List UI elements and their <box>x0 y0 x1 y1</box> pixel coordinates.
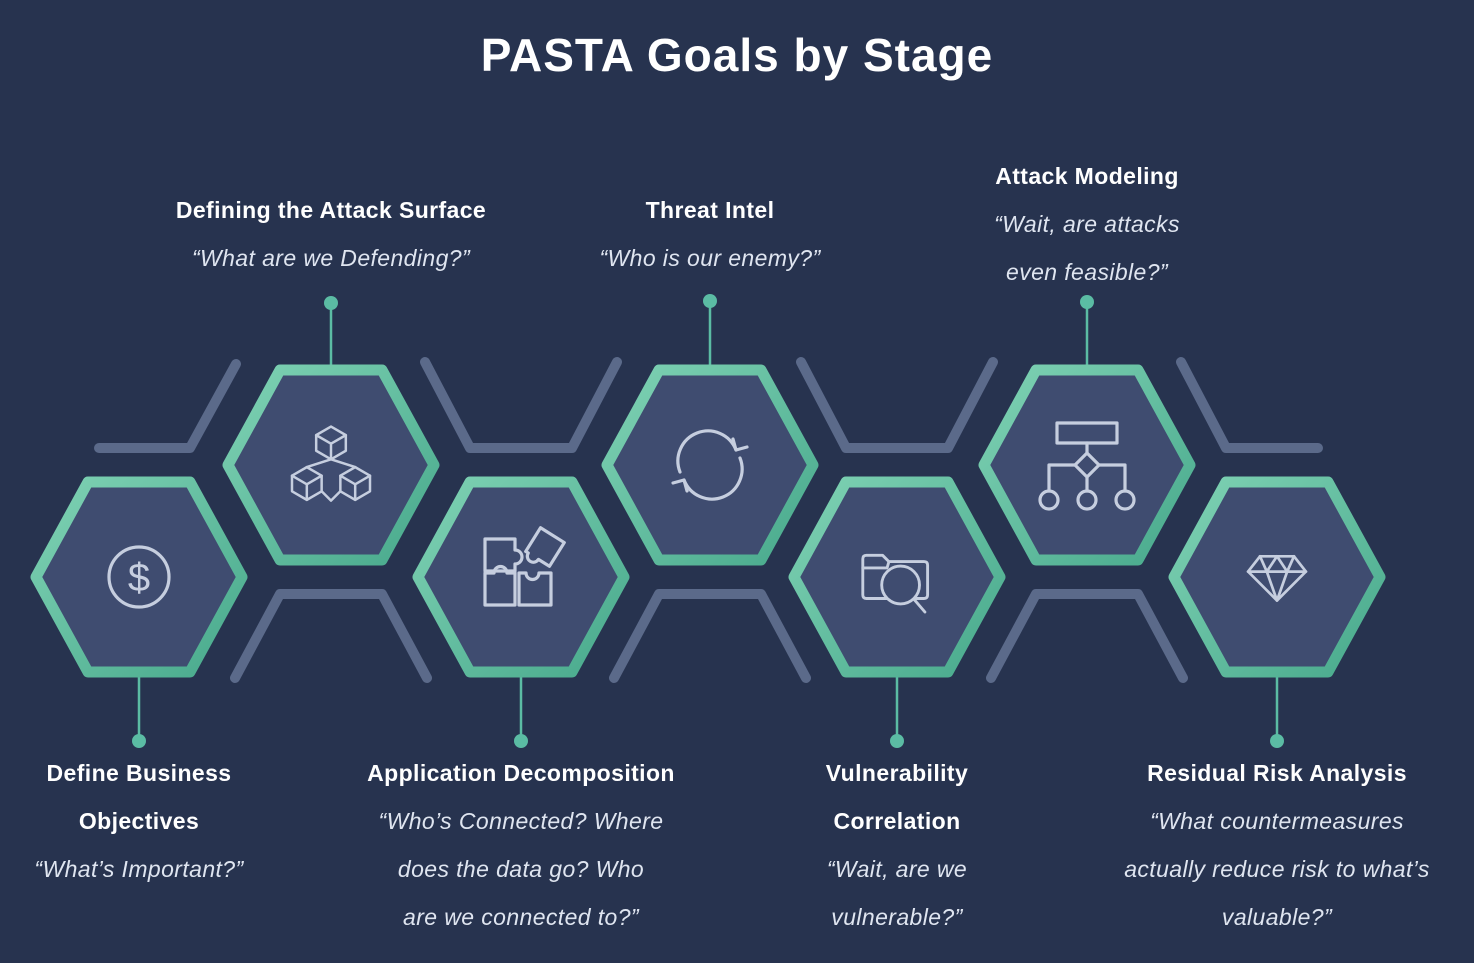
puzzle-icon <box>483 526 566 607</box>
honeycomb-outline <box>796 357 998 453</box>
stage-name: Attack Modeling <box>995 163 1179 189</box>
stage-quote: “What countermeasures actually reduce ri… <box>1124 808 1430 930</box>
diamond-icon <box>1246 554 1308 602</box>
connector-dot <box>514 734 528 748</box>
hexagon-stage-7 <box>1168 476 1386 678</box>
hexagon-stage-6 <box>978 364 1196 566</box>
flowchart-icon <box>1038 421 1136 511</box>
stage-name: Vulnerability Correlation <box>825 760 969 834</box>
dollar-glyph: $ <box>128 556 150 600</box>
connector-dot <box>703 294 717 308</box>
stage-icons: $ <box>107 421 1308 614</box>
dollar-circle-ring <box>107 545 171 609</box>
stage-label-application-decomposition: Application Decomposition “Who’s Connect… <box>291 749 751 941</box>
honeycomb-outline <box>230 589 432 683</box>
stage-quote: “Who is our enemy?” <box>599 245 821 271</box>
stage-quote: “Wait, are attacks even feasible?” <box>994 211 1180 285</box>
honeycomb-outline <box>609 589 811 683</box>
connector-dot <box>1080 295 1094 309</box>
honeycomb-outline <box>986 589 1188 683</box>
honeycomb-outlines <box>94 357 1323 683</box>
refresh-icon <box>671 429 749 501</box>
stage-name: Residual Risk Analysis <box>1147 760 1407 786</box>
stage-label-vulnerability-correlation: Vulnerability Correlation “Wait, are we … <box>667 749 1127 941</box>
connector-dot <box>1270 734 1284 748</box>
stage-quote: “What’s Important?” <box>34 856 244 882</box>
stage-quote: “What are we Defending?” <box>191 245 471 271</box>
stage-hexagons <box>30 364 1386 678</box>
stage-label-defining-the-attack-surface: Defining the Attack Surface “What are we… <box>101 186 561 282</box>
stage-quote: “Wait, are we vulnerable?” <box>826 856 968 930</box>
page-title: PASTA Goals by Stage <box>480 29 994 81</box>
hexagon-stage-3 <box>412 476 630 678</box>
connector-dot <box>890 734 904 748</box>
hexagon-stage-2 <box>222 364 440 566</box>
cubes-icon <box>290 425 372 502</box>
stage-label-attack-modeling: Attack Modeling “Wait, are attacks even … <box>857 152 1317 296</box>
stage-name: Define Business Objectives <box>46 760 232 834</box>
stage-quote: “Who’s Connected? Where does the data go… <box>378 808 664 930</box>
connector-dot <box>324 296 338 310</box>
honeycomb-outline <box>94 359 241 453</box>
hexagon-stage-1 <box>30 476 248 678</box>
hexagon-stage-4 <box>601 364 819 566</box>
stage-label-define-business-objectives: Define Business Objectives “What’s Impor… <box>0 749 369 893</box>
stage-name: Defining the Attack Surface <box>175 197 487 223</box>
stage-label-residual-risk-analysis: Residual Risk Analysis “What countermeas… <box>1047 749 1474 941</box>
stage-label-threat-intel: Threat Intel “Who is our enemy?” <box>480 186 940 282</box>
stage-name: Threat Intel <box>645 197 775 223</box>
folder-search-icon <box>861 553 930 614</box>
honeycomb-outline <box>1176 357 1323 453</box>
connector-dot <box>132 734 146 748</box>
connector-stems <box>132 294 1284 748</box>
honeycomb-outline <box>420 357 622 453</box>
dollar-circle-icon: $ <box>107 545 171 609</box>
stage-name: Application Decomposition <box>367 760 675 786</box>
